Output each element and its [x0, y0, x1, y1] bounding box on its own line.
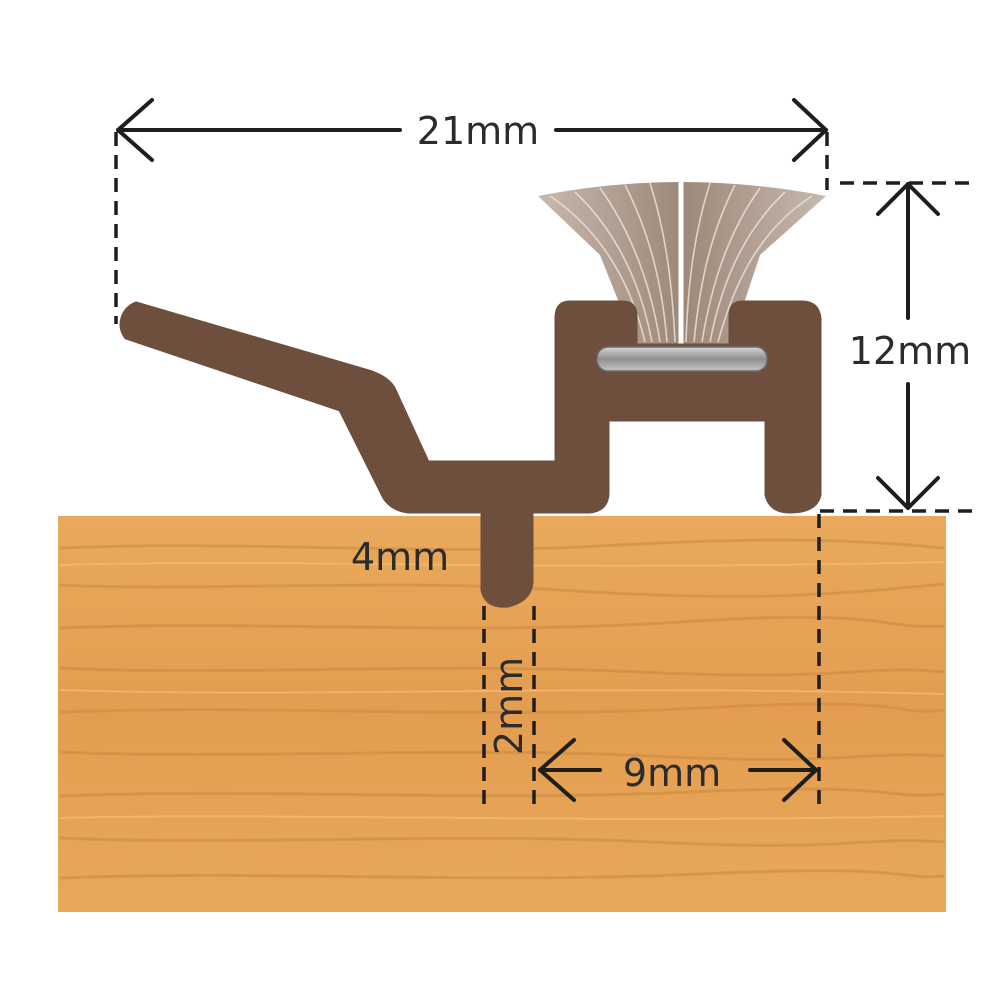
- wood-grain: [59, 538, 945, 880]
- dimension-9mm: 9mm: [538, 514, 821, 808]
- seal-profile: [119, 300, 822, 608]
- label-12mm: 12mm: [849, 329, 971, 373]
- label-9mm: 9mm: [623, 751, 721, 795]
- dimension-12mm: 12mm: [820, 181, 976, 513]
- label-21mm: 21mm: [417, 109, 539, 153]
- dimension-2mm: 2mm: [482, 606, 536, 808]
- label-2mm: 2mm: [487, 657, 531, 755]
- brush-pile: [538, 180, 826, 345]
- dimension-21mm: 21mm: [114, 98, 829, 324]
- label-4mm: 4mm: [351, 535, 449, 579]
- retaining-pin: [596, 346, 768, 372]
